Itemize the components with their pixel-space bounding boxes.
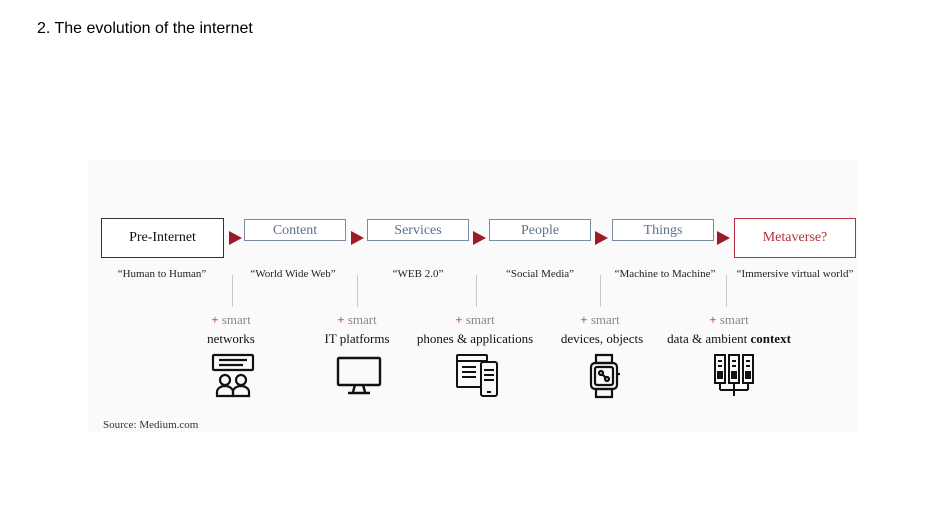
smart-label: + smart (337, 312, 377, 327)
stage-content: Content (244, 219, 346, 241)
stage-quote: “Human to Human” (117, 268, 207, 280)
stage-things: Things (612, 219, 714, 241)
server-racks-icon (714, 354, 754, 396)
connector-line (357, 275, 358, 307)
source-note: Source: Medium.com (103, 419, 199, 431)
phone-browser-icon (456, 354, 498, 397)
smart-label: + smart (709, 312, 749, 327)
stage-quote: “Social Media” (505, 268, 575, 280)
connector-line (726, 275, 727, 307)
monitor-icon (336, 356, 382, 395)
stage-people: People (489, 219, 591, 241)
smart-label: + smart (211, 312, 251, 327)
stage-pre-internet: Pre-Internet (101, 218, 224, 258)
people-chat-icon (211, 353, 255, 398)
smart-target-context: data & ambient context (667, 331, 791, 346)
arrow-right-icon (229, 231, 242, 245)
smartwatch-icon (589, 353, 620, 399)
smart-target-networks: networks (207, 331, 255, 346)
connector-line (476, 275, 477, 307)
stage-quote: “World Wide Web” (250, 268, 336, 280)
arrow-right-icon (717, 231, 730, 245)
arrow-right-icon (595, 231, 608, 245)
connector-line (232, 275, 233, 307)
stage-metaverse: Metaverse? (734, 218, 856, 258)
stage-quote: “Immersive virtual world” (736, 268, 854, 280)
smart-target-it-platforms: IT platforms (324, 331, 390, 346)
arrow-right-icon (351, 231, 364, 245)
smart-target-phones: phones & applications (416, 331, 534, 346)
internet-evolution-diagram: Pre-Internet Content Services People Thi… (88, 160, 858, 432)
stage-services: Services (367, 219, 469, 241)
slide-title: 2. The evolution of the internet (37, 20, 253, 37)
connector-line (600, 275, 601, 307)
smart-label: + smart (580, 312, 620, 327)
smart-target-devices: devices, objects (560, 331, 644, 346)
stage-quote: “Machine to Machine” (614, 268, 716, 280)
stage-quote: “WEB 2.0” (392, 268, 444, 280)
smart-label: + smart (455, 312, 495, 327)
arrow-right-icon (473, 231, 486, 245)
